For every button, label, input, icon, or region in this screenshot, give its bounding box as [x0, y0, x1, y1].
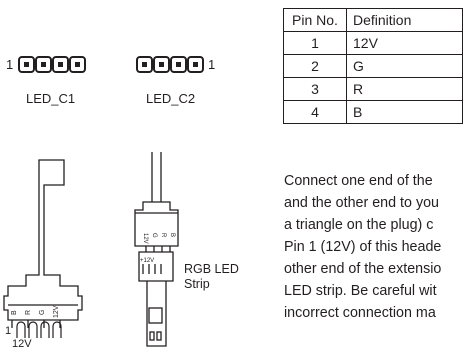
led-c2-header-icon: [136, 56, 204, 73]
description-line: Connect one end of the: [284, 173, 433, 189]
plug-pin-label-g: G: [39, 310, 46, 315]
c2-pin1-label: 1: [208, 57, 216, 72]
description-line: LED strip. Be careful wit: [284, 283, 437, 299]
top-plug-label-r: R: [160, 233, 166, 238]
definition-cell: B: [346, 100, 463, 124]
table-row: 3 R: [283, 77, 463, 101]
pin-no-cell: 4: [283, 100, 347, 124]
table-row: 4 B: [283, 100, 463, 124]
plug-pin-label-12v: 12V: [53, 305, 60, 318]
pin-no-cell: 2: [283, 54, 347, 78]
table-header-row: Pin No. Definition: [283, 8, 463, 32]
strip-label-line2: Strip: [184, 277, 210, 291]
description-line: Pin 1 (12V) of this heade: [284, 239, 442, 255]
definition-cell: G: [346, 54, 463, 78]
description-line: incorrect connection ma: [284, 305, 436, 321]
rgb-strip-cable-diagram: 12V G R B +12V: [134, 152, 179, 347]
pin-no-cell: 3: [283, 77, 347, 101]
strip-label-line1: RGB LED: [184, 262, 239, 276]
definition-cell: 12V: [346, 31, 463, 55]
description-line: other end of the extensio: [284, 261, 442, 277]
extension-cable-plug-diagram: B R G 12V: [3, 159, 83, 338]
led-c1-label: LED_C1: [26, 91, 76, 106]
plug-pin1-label: 1: [5, 325, 12, 337]
header-pin-no: Pin No.: [283, 8, 347, 32]
rgb-led-strip-label: RGB LED Strip: [184, 262, 239, 292]
led-c1-header-icon: [18, 56, 86, 73]
c1-pin1-label: 1: [6, 57, 14, 72]
plug-pin-label-b: B: [11, 310, 18, 315]
connection-description: Connect one end of the and the other end…: [284, 170, 466, 324]
plug-12v-label: 12V: [12, 338, 32, 350]
top-plug-label-b: B: [169, 233, 175, 237]
table-row: 2 G: [283, 54, 463, 78]
header-definition: Definition: [346, 8, 463, 32]
definition-cell: R: [346, 77, 463, 101]
led-c2-label: LED_C2: [146, 91, 196, 106]
table-row: 1 12V: [283, 31, 463, 55]
top-plug-label-12v: 12V: [142, 233, 148, 244]
description-line: and the other end to you: [284, 195, 440, 211]
plug-pin-label-r: R: [25, 310, 32, 315]
pin-no-cell: 1: [283, 31, 347, 55]
pin-definition-table: Pin No. Definition 1 12V 2 G 3 R 4 B: [283, 8, 463, 124]
top-plug-label-g: G: [151, 233, 157, 238]
description-line: a triangle on the plug) c: [284, 217, 434, 233]
strip-12v-label: +12V: [140, 258, 154, 264]
